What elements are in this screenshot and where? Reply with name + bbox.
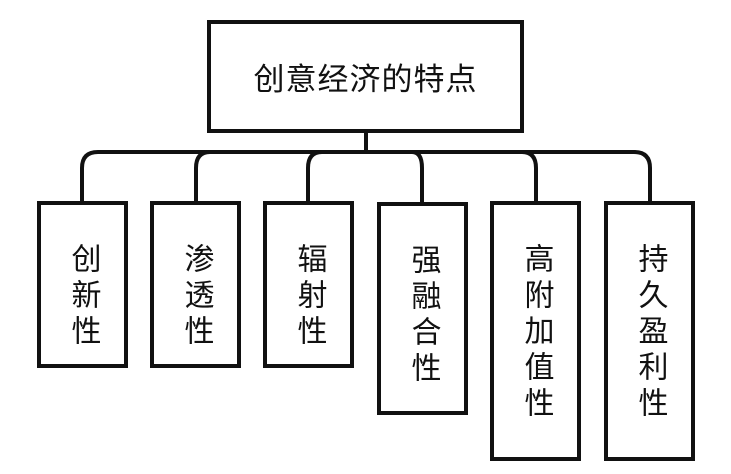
connector-3-line [306, 150, 323, 203]
child-node-3-label: 辐射性 [291, 243, 327, 351]
root-node: 创意经济的特点 [207, 20, 524, 133]
connector-2-line [194, 150, 211, 203]
connector-4-line [411, 150, 424, 205]
connector-6-line [633, 150, 652, 203]
child-node-5-label: 高附加值性 [518, 243, 554, 423]
child-node-6: 持久盈利性 [604, 201, 695, 461]
child-node-3: 辐射性 [263, 201, 354, 368]
connector-1-line [80, 150, 99, 203]
child-node-6-label: 持久盈利性 [632, 243, 668, 423]
child-node-2: 渗透性 [150, 201, 241, 368]
child-node-4: 强融合性 [377, 202, 468, 415]
child-node-4-label: 强融合性 [405, 244, 441, 388]
connector-5-line [521, 150, 538, 203]
child-node-5: 高附加值性 [490, 201, 581, 461]
root-node-label: 创意经济的特点 [253, 62, 478, 98]
child-node-1-label: 创新性 [65, 243, 101, 351]
child-node-2-label: 渗透性 [178, 243, 214, 351]
child-node-1: 创新性 [37, 201, 128, 368]
